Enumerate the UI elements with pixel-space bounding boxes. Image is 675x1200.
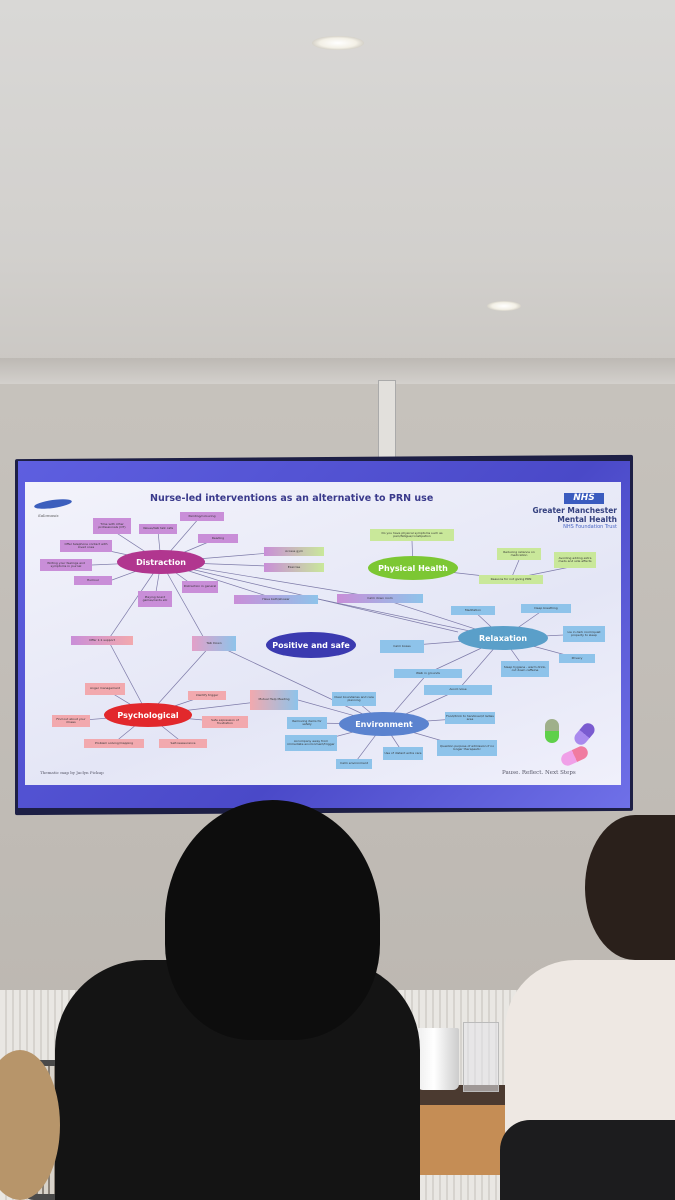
physical-item: Access gym [264,547,324,556]
coffee-cup [417,1028,459,1090]
distraction-item: Values/talk talk cafe [139,524,177,534]
distraction-item: Painting/colouring [180,512,224,521]
environment-item: Accompany away from immediate environmen… [285,735,337,751]
ceiling [0,0,675,362]
relaxation-item: Have bath/shower [234,595,318,604]
distraction-item: Talk Down [192,636,236,651]
slide-title: Nurse-led interventions as an alternativ… [150,493,434,504]
relaxation-item: Calm down room [337,594,423,603]
person-right-hair [585,815,675,960]
relaxation-item: Privacy [559,654,595,663]
psychological-item: Safe expression of frustration [202,716,248,728]
environment-item: Calm environment [336,759,372,769]
distraction-item: Time with other professionals (OT) [93,518,131,534]
physical-item: Reducing reliance on medication [497,548,541,560]
footer-credit: Thematic map by Jaclyn Pickup [40,770,104,775]
footer-tagline: Pause. Reflect. Next Steps [502,770,576,776]
water-glass [463,1022,499,1092]
hub-psychological: Psychological [104,703,192,727]
psychological-item: Problem solving/mapping [84,739,144,748]
hub-relaxation: Relaxation [458,626,548,650]
physical-item: Reasons for not giving PRN [479,575,543,584]
physical-item: Exercise [264,563,324,572]
person-right-jacket [500,1120,675,1200]
hub-physical-health: Physical Health [368,556,458,580]
logo: Salomaxis [33,497,78,522]
environment-item: Removing items for safety [287,717,327,729]
logo-text: Salomaxis [38,513,59,518]
relaxation-item: Avoid noise [424,685,492,695]
psychological-item: Find out about your illness [52,715,90,727]
hub-environment: Environment [339,712,429,736]
psychological-item: Self-reassurance [159,739,207,748]
ceiling-light [312,36,364,50]
distraction-item: Offer 1:1 support [71,636,133,645]
nhs-badge: NHS [564,493,604,504]
relaxation-item: Deep breathing [521,604,571,613]
physical-item: Do you have physical symptoms such as pa… [370,529,454,541]
ceiling-beam [0,358,675,384]
org-trust: NHS Foundation Trust [563,524,617,530]
distraction-item: Playing board games/cards etc [138,591,172,607]
relaxation-item: Lie in dark room/quiet property to sleep [563,626,605,642]
org-name: Greater Manchester Mental Health NHS Fou… [532,506,617,530]
org-line-1: Greater Manchester [532,506,617,515]
psychological-item: Anger management [85,683,125,695]
distraction-item: Reading [198,534,238,543]
hub-positive-and-safe: Positive and safe [266,632,356,658]
relaxation-item: Calm boxes [380,640,424,653]
environment-item: Mutual Help Meeting [250,690,298,710]
distraction-item: Offer telephone contact with loved ones [60,540,112,552]
hub-distraction: Distraction [117,550,205,574]
environment-item: Food/drink to handover/2 ladies area [445,712,495,724]
distraction-item: Distraction in general [182,581,218,593]
distraction-item: Writing your feelings and symptoms in jo… [40,559,92,571]
distraction-item: Humour [74,576,112,585]
person-right-top [505,960,675,1150]
environment-item: Use of distant extra care [383,747,423,760]
environment-item: Question purpose of admission if no long… [437,740,497,756]
relaxation-item: Sleep hygiene - warm drink, cut down caf… [501,661,549,677]
ceiling-light [487,301,521,311]
relaxation-item: Walk in grounds [394,669,462,678]
relaxation-item: Meditation [451,606,495,615]
physical-item: Avoiding adding extra meds and side effe… [554,552,596,568]
pill-icon [545,719,559,743]
org-line-2: Mental Health [557,515,617,524]
environment-item: Clear boundaries and care planning [332,692,376,706]
psychological-item: Identify trigger [188,691,226,700]
person-center-hair [165,800,380,1040]
